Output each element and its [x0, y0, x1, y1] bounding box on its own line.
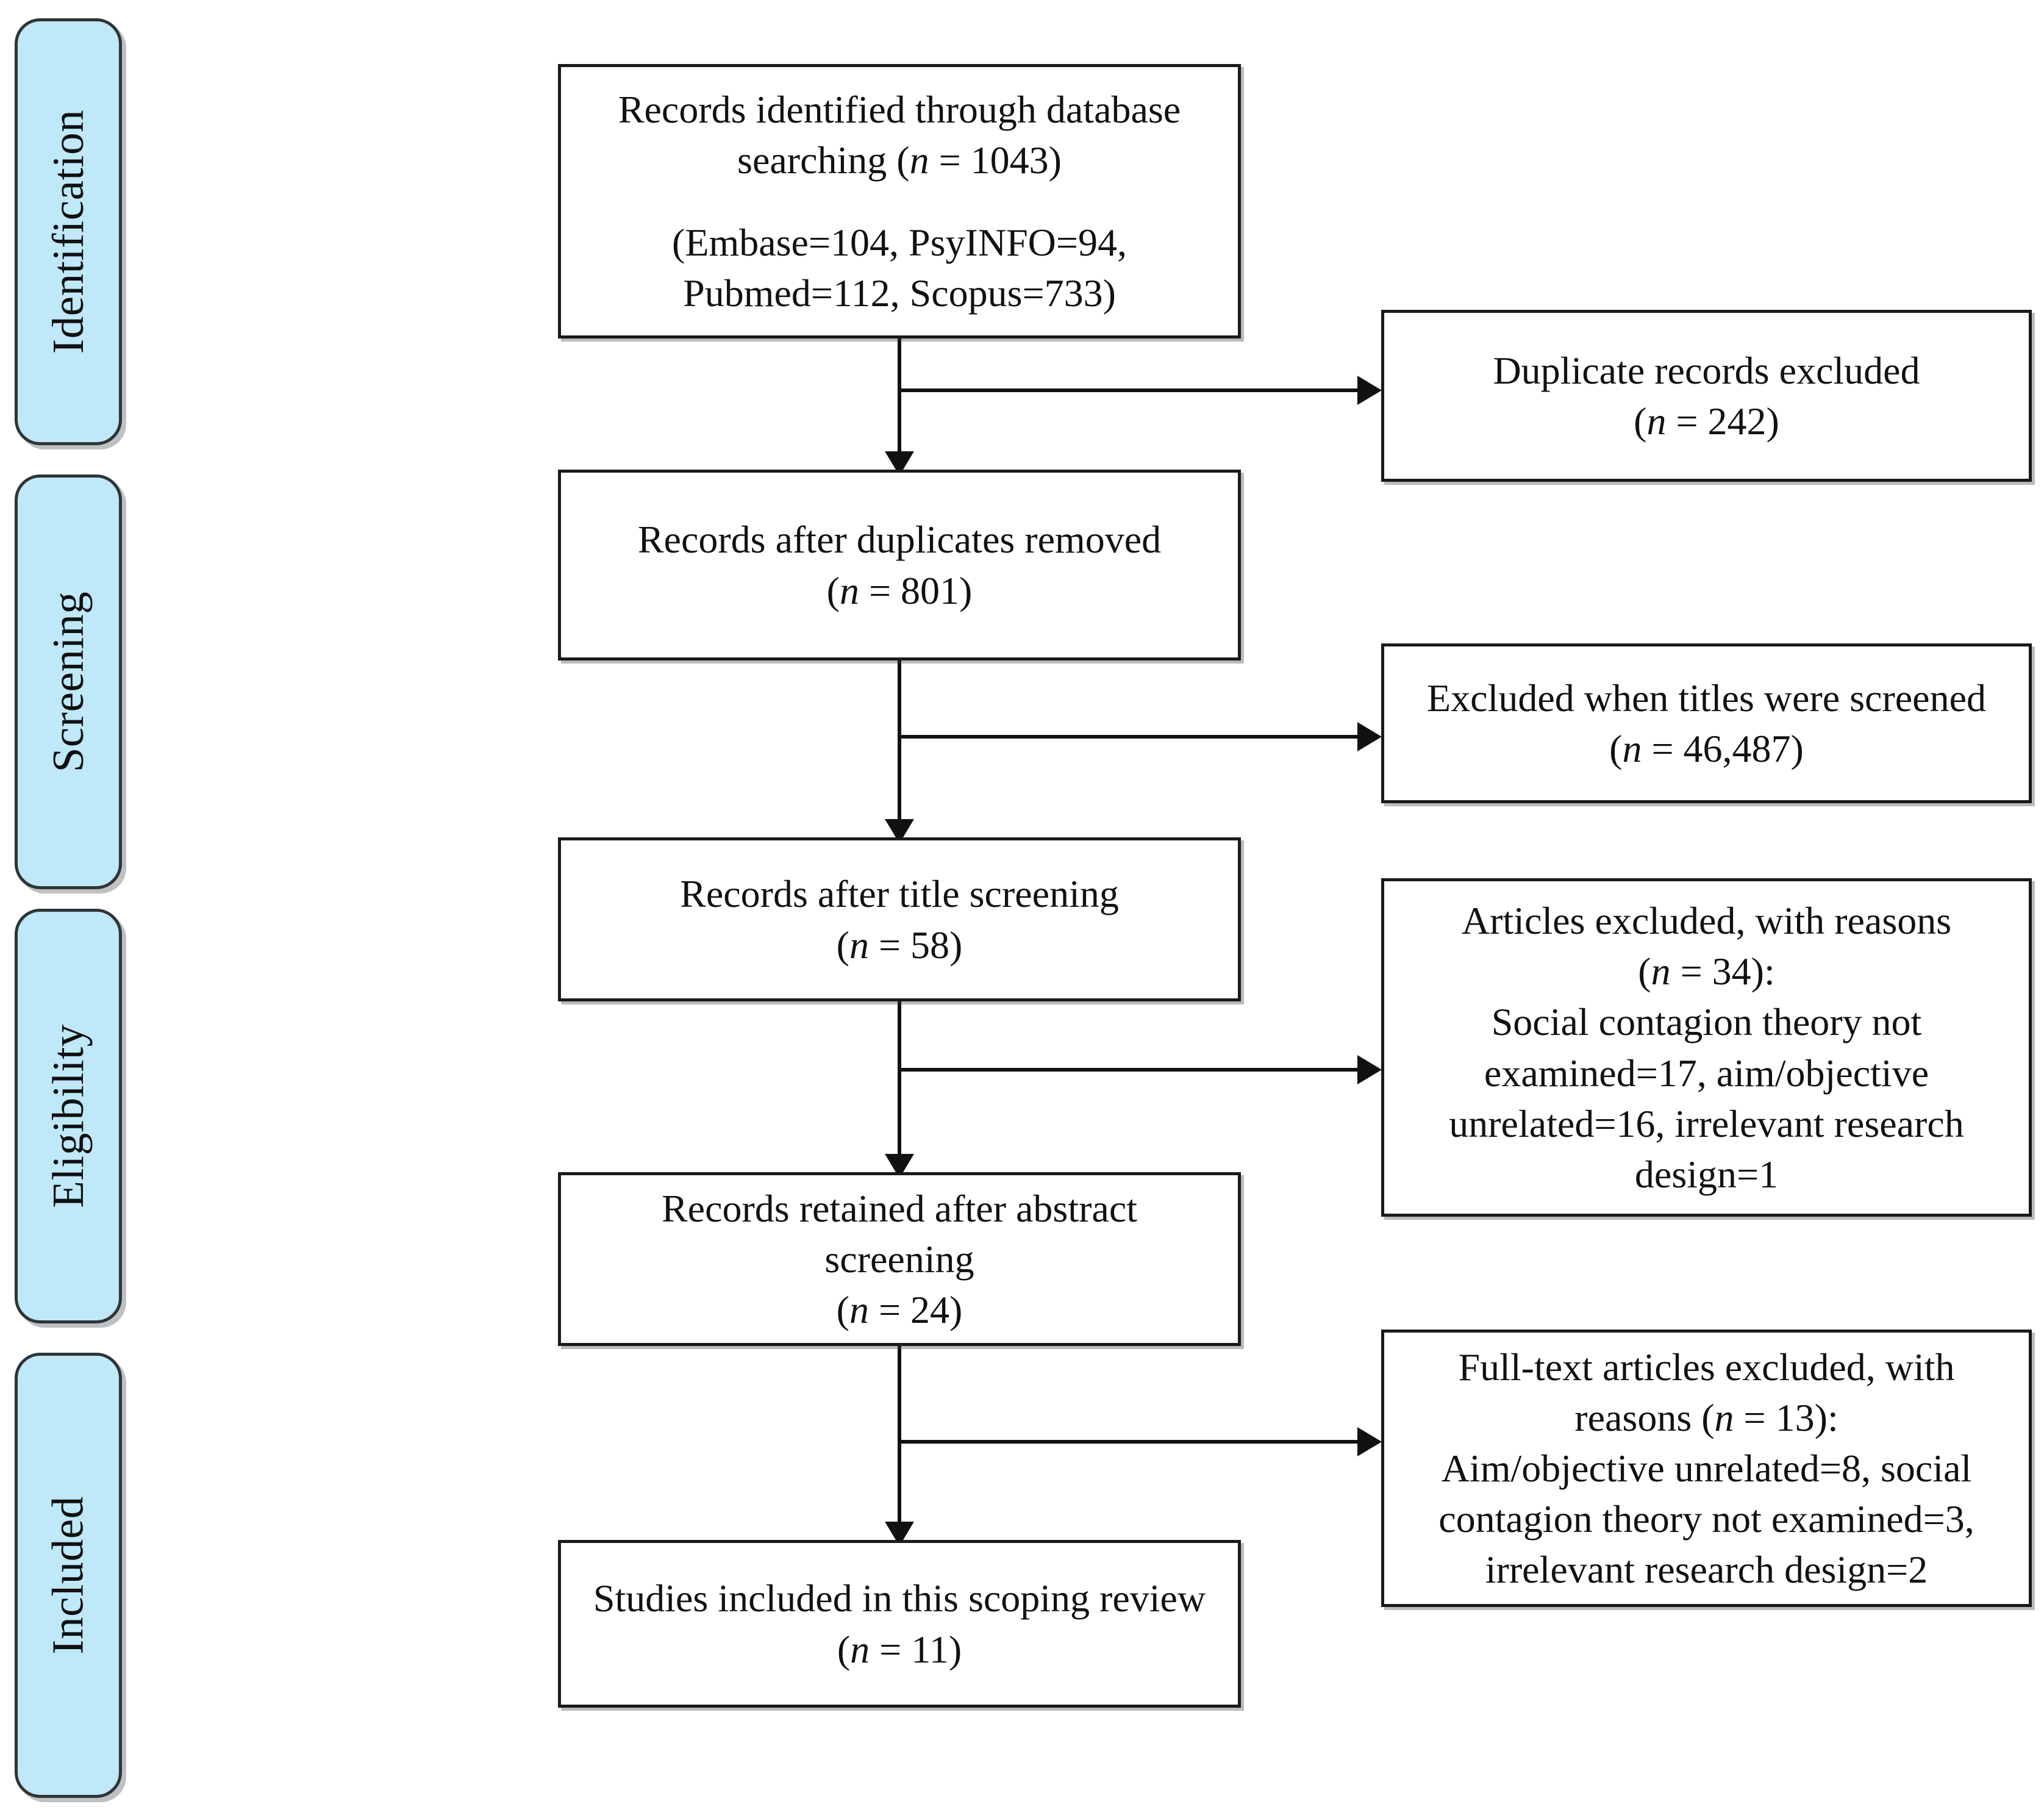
arrow-right-to-fulltext-excluded — [1357, 1427, 1382, 1456]
stage-label-identification: Identification — [43, 109, 93, 354]
excluded-abstracts-line-1: Articles excluded, with reasons — [1461, 898, 1952, 942]
n-symbol: n — [1651, 950, 1671, 993]
connector-branch-duplicates — [898, 388, 1359, 392]
n-symbol: n — [849, 1288, 869, 1332]
after-duplicates-line-1: Records after duplicates removed — [637, 518, 1162, 562]
after-abstract-line-1: Records retained after abstract — [661, 1186, 1138, 1230]
stage-label-included: Included — [43, 1496, 93, 1655]
after-duplicates-line-2: (n = 801) — [826, 568, 973, 612]
n-symbol: n — [849, 923, 869, 967]
box-records-identified: Records identified through database sear… — [558, 64, 1241, 338]
excluded-fulltext-line-5: irrelevant research design=2 — [1485, 1548, 1928, 1592]
box-fulltext-articles-excluded: Full-text articles excluded, with reason… — [1381, 1330, 2032, 1607]
connector-branch-articles — [898, 1068, 1359, 1072]
excluded-abstracts-line-5: unrelated=16, irrelevant research — [1449, 1101, 1964, 1145]
connector-duplicates-removed-to-title-screening — [898, 660, 901, 837]
box-articles-excluded-with-reasons: Articles excluded, with reasons (n = 34)… — [1381, 878, 2032, 1217]
n-symbol: n — [1646, 399, 1667, 443]
stage-pill-included: Included — [15, 1353, 122, 1798]
n-symbol: n — [839, 568, 859, 612]
n-symbol: n — [1622, 727, 1642, 770]
box-records-after-abstract-screening: Records retained after abstract screenin… — [558, 1172, 1241, 1346]
records-identified-line-3: (Embase=104, PsyINFO=94, — [672, 221, 1127, 264]
arrow-right-to-duplicates-excluded — [1357, 376, 1382, 405]
connector-identified-to-duplicates-removed — [898, 338, 901, 470]
stage-pill-identification: Identification — [15, 18, 122, 445]
included-line-1: Studies included in this scoping review — [593, 1577, 1206, 1620]
connector-title-screening-to-abstract-screening — [898, 1001, 901, 1172]
stage-label-eligibility: Eligibility — [43, 1024, 93, 1208]
excluded-fulltext-line-2: reasons (n = 13): — [1574, 1395, 1839, 1439]
records-identified-line-1: Records identified through database — [618, 87, 1181, 131]
excluded-titles-line-2: (n = 46,487) — [1609, 727, 1804, 770]
records-identified-line-2: searching (n = 1043) — [737, 138, 1062, 182]
after-title-line-2: (n = 58) — [836, 923, 963, 967]
stage-pill-screening: Screening — [15, 474, 122, 889]
after-abstract-line-2: screening — [824, 1237, 974, 1281]
box-records-after-title-screening: Records after title screening (n = 58) — [558, 837, 1241, 1001]
excluded-fulltext-line-3: Aim/objective unrelated=8, social — [1441, 1446, 1972, 1490]
stage-label-screening: Screening — [43, 591, 93, 773]
after-abstract-line-3: (n = 24) — [836, 1288, 963, 1332]
arrow-right-to-titles-excluded — [1357, 722, 1382, 751]
excluded-abstracts-line-3: Social contagion theory not — [1491, 1000, 1922, 1044]
box-studies-included: Studies included in this scoping review … — [558, 1540, 1241, 1708]
stage-pill-eligibility: Eligibility — [15, 909, 122, 1323]
included-line-2: (n = 11) — [837, 1627, 962, 1671]
excluded-duplicates-line-1: Duplicate records excluded — [1493, 348, 1920, 392]
box-duplicate-records-excluded: Duplicate records excluded (n = 242) — [1381, 310, 2032, 482]
excluded-abstracts-line-4: examined=17, aim/objective — [1484, 1051, 1929, 1095]
n-symbol: n — [909, 138, 929, 182]
connector-branch-titles — [898, 735, 1359, 739]
excluded-abstracts-line-6: design=1 — [1634, 1152, 1779, 1196]
excluded-fulltext-line-1: Full-text articles excluded, with — [1458, 1345, 1955, 1389]
excluded-duplicates-line-2: (n = 242) — [1634, 399, 1779, 443]
n-symbol: n — [850, 1627, 870, 1671]
after-title-line-1: Records after title screening — [680, 872, 1119, 916]
box-records-after-duplicates: Records after duplicates removed (n = 80… — [558, 470, 1241, 660]
connector-branch-fulltext — [898, 1440, 1359, 1444]
records-identified-line-4: Pubmed=112, Scopus=733) — [683, 271, 1116, 315]
arrow-right-to-articles-excluded — [1357, 1055, 1382, 1084]
n-symbol: n — [1714, 1395, 1734, 1439]
excluded-titles-line-1: Excluded when titles were screened — [1427, 676, 1986, 720]
excluded-fulltext-line-4: contagion theory not examined=3, — [1438, 1497, 1974, 1541]
excluded-abstracts-line-2: (n = 34): — [1638, 950, 1775, 993]
box-excluded-when-titles-screened: Excluded when titles were screened (n = … — [1381, 643, 2032, 803]
